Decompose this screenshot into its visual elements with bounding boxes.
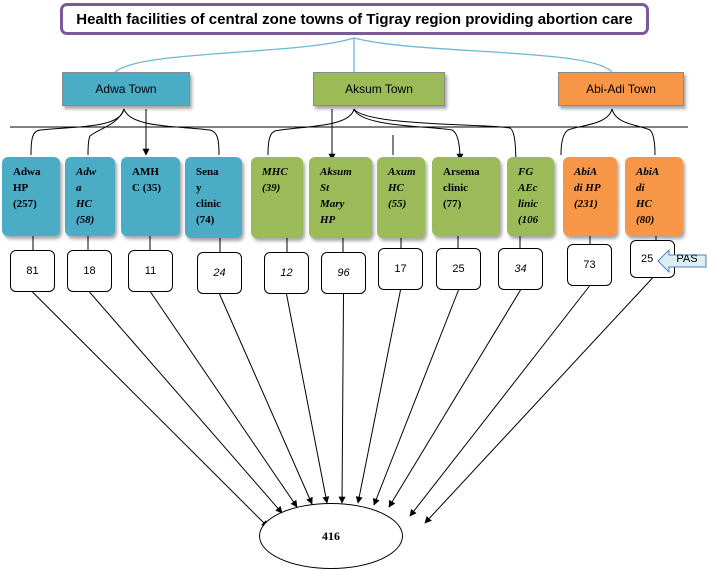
count-adwa-hc: 18 — [67, 250, 112, 292]
flow-arrow-9 — [409, 285, 590, 517]
facility-amhc: AMH C (35) — [121, 157, 180, 236]
count-axum-hc: 17 — [378, 248, 423, 290]
facility-axum-hc: Axum HC (55) — [377, 157, 425, 238]
flow-arrow-6 — [355, 289, 401, 504]
flow-arrow-5 — [338, 293, 346, 504]
flow-arrows — [32, 277, 653, 528]
diagram-title: Health facilities of central zone towns … — [60, 3, 649, 35]
count-senay-clinic: 24 — [197, 252, 242, 294]
flow-arrow-7 — [373, 289, 459, 506]
flow-arrow-8 — [388, 289, 521, 508]
count-arsema-clinic: 25 — [436, 248, 481, 290]
count-aksum-st-mary-hp: 96 — [321, 252, 366, 294]
facility-abi-adi-hc: AbiA di HC (80) — [625, 157, 683, 236]
count-adwa-hp: 81 — [10, 250, 55, 292]
town-aksum: Aksum Town — [313, 72, 445, 106]
flow-arrow-0 — [32, 291, 269, 528]
flow-arrow-3 — [219, 293, 313, 505]
facility-adwa-hp: Adwa HP (257) — [2, 157, 60, 236]
facility-abi-adi-hp: AbiA di HP (231) — [563, 157, 617, 236]
facility-mhc: MHC (39) — [251, 157, 303, 238]
flow-arrow-1 — [89, 291, 283, 514]
town-adwa: Adwa Town — [62, 72, 190, 106]
count-amhc: 11 — [128, 250, 173, 292]
facility-senay-clinic: Sena y clinic (74) — [185, 157, 242, 238]
facility-aksum-st-mary-hp: Aksum St Mary HP — [309, 157, 372, 238]
pas-label: PAS — [676, 253, 698, 265]
town-abi-adi: Abi-Adi Town — [558, 72, 684, 106]
flow-arrow-4 — [286, 293, 330, 504]
flow-arrow-10 — [424, 277, 653, 524]
facility-fg-ae-clinic: FG AEc linic (106 — [507, 157, 554, 236]
tree-lines — [10, 37, 688, 261]
facility-adwa-hc: Adw a HC (58) — [65, 157, 115, 236]
pas-callout: PAS — [657, 249, 707, 273]
count-abi-adi-hp: 73 — [567, 244, 612, 286]
facility-arsema-clinic: Arsema clinic (77) — [432, 157, 500, 236]
count-mhc: 12 — [264, 252, 309, 294]
left-arrow-icon — [657, 249, 707, 273]
total-ellipse: 416 — [259, 503, 403, 569]
count-fg-ae-clinic: 34 — [498, 248, 543, 290]
flow-arrow-2 — [150, 291, 298, 508]
